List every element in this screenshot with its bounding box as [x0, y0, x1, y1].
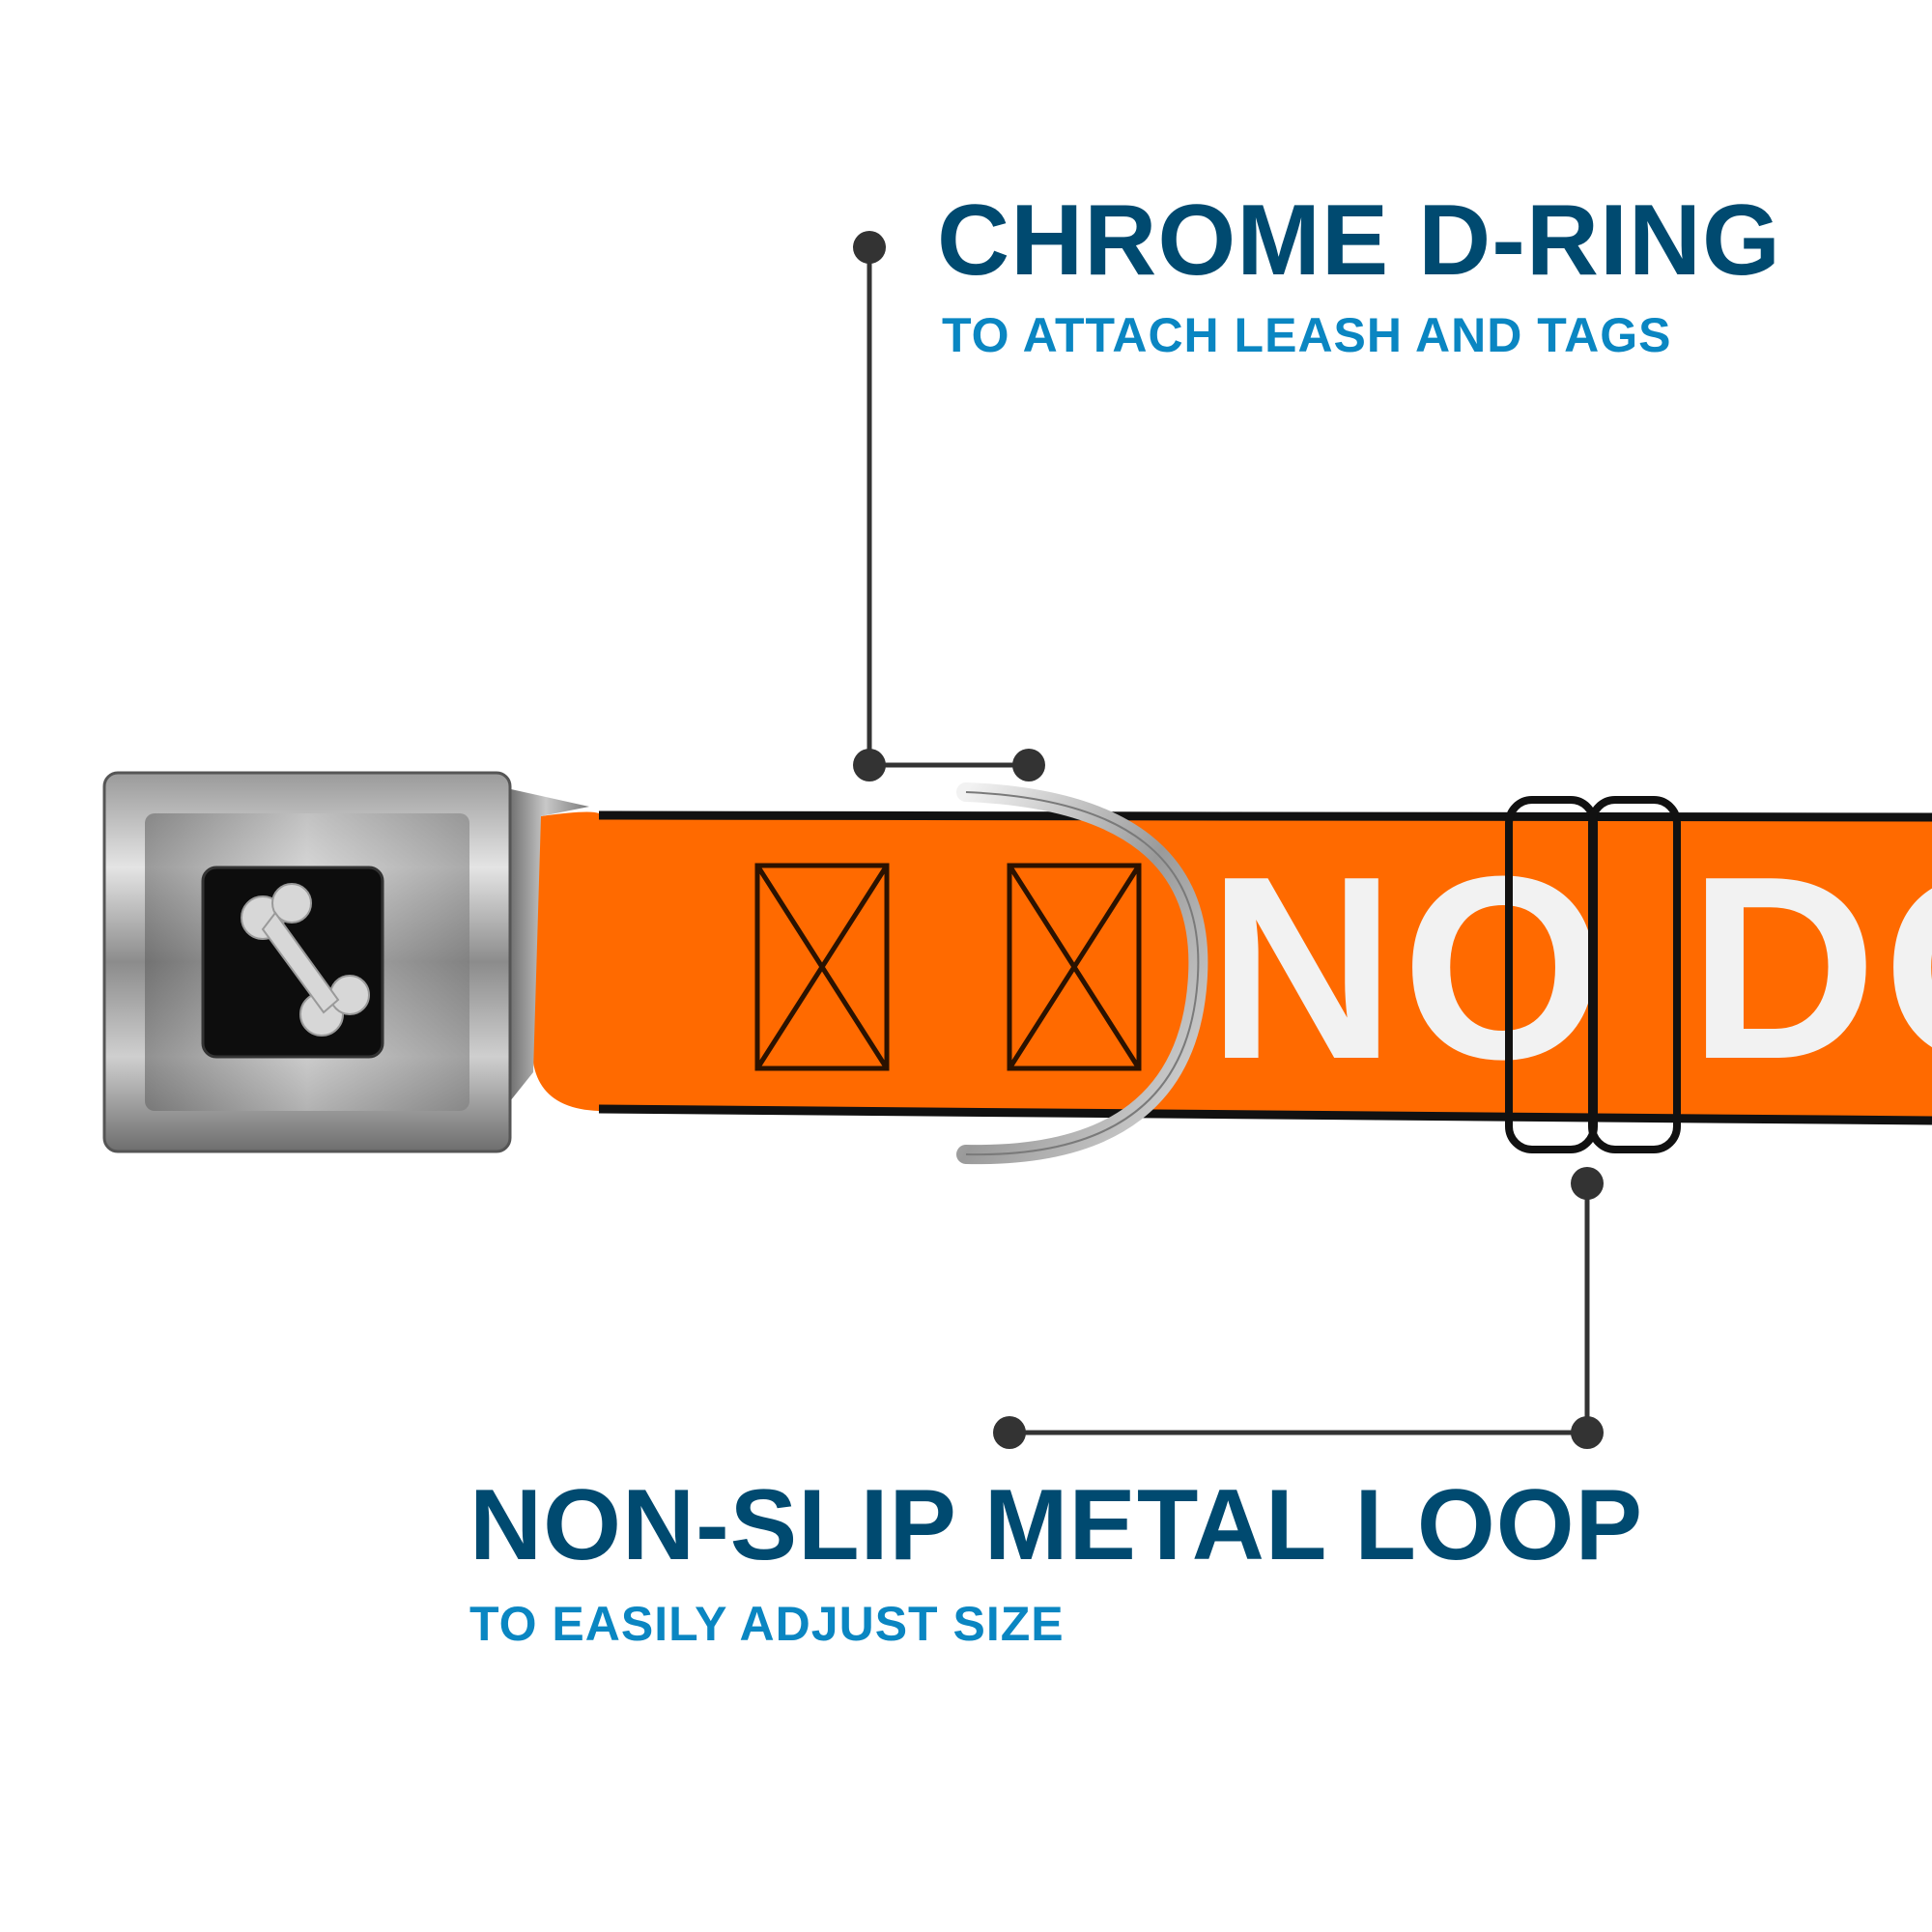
collar-webbing: [533, 811, 1932, 1122]
stitch-box-left: [754, 863, 890, 1071]
buckle-latch-plate: [502, 787, 589, 1111]
loop-callout-title: NON-SLIP METAL LOOP: [469, 1469, 1644, 1581]
collar-strap: [533, 810, 1932, 1125]
collar-top-edge: [598, 810, 1932, 822]
dring-leader-line: [853, 231, 1045, 781]
collar-print-text: NO DO: [1208, 823, 1932, 1114]
dring-callout-title: CHROME D-RING: [937, 185, 1781, 297]
loop-leader-line: [993, 1167, 1604, 1449]
bone-icon: [241, 883, 370, 1037]
stitch-box-right: [1007, 863, 1142, 1071]
collar-bottom-edge: [598, 1104, 1932, 1125]
seatbelt-buckle[interactable]: [102, 771, 512, 1153]
loop-callout-subtitle: TO EASILY ADJUST SIZE: [469, 1597, 1065, 1651]
dring-callout-subtitle: TO ATTACH LEASH AND TAGS: [942, 308, 1672, 362]
d-ring-outline: [965, 791, 1200, 1156]
non-slip-metal-loop[interactable]: [1505, 796, 1681, 1153]
